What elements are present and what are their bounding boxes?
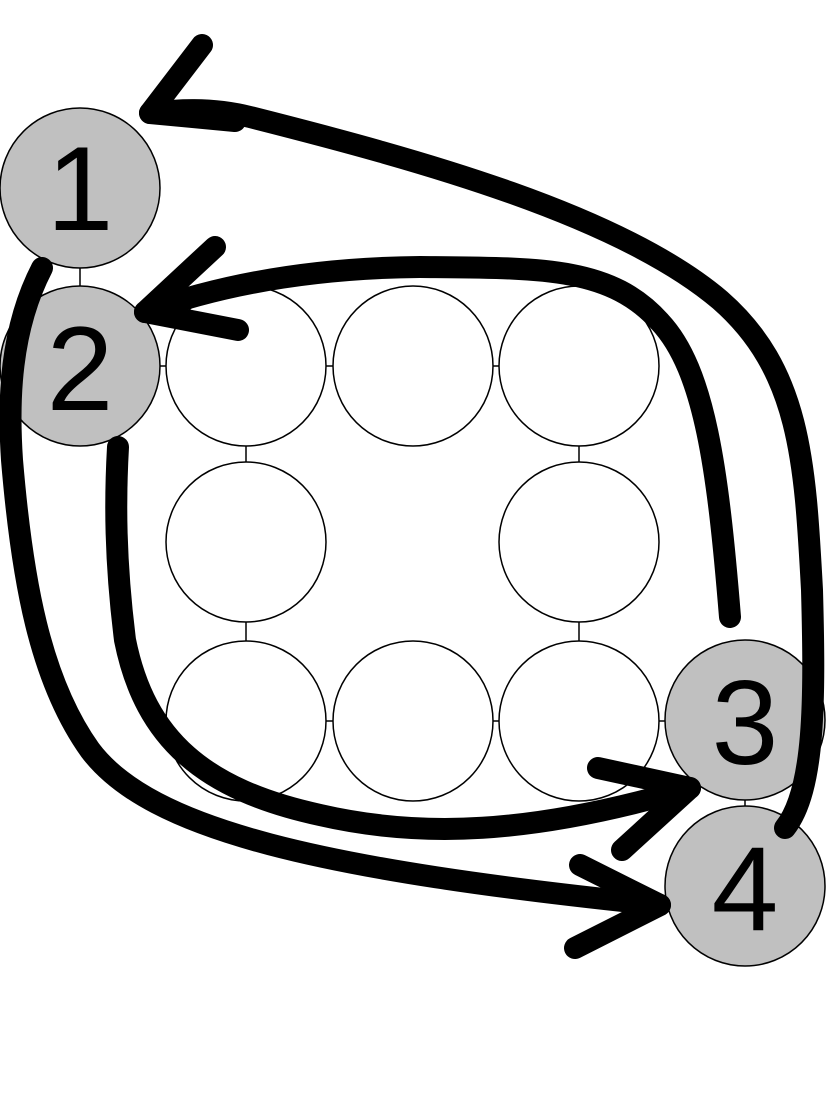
- plain-circles: [165, 285, 660, 802]
- arrow-2-to-3-head: [587, 757, 701, 861]
- node-2: 2: [0, 285, 161, 447]
- node-4-label: 4: [712, 822, 779, 956]
- arrow-1-to-4: [0, 257, 671, 959]
- node-4-circle: [664, 805, 826, 967]
- circle-bottom-left: [165, 640, 327, 802]
- arrow-3-to-2-head: [134, 236, 249, 341]
- grid-connectors: [79, 268, 746, 806]
- node-1-label: 1: [47, 122, 114, 256]
- arrows: [0, 34, 825, 959]
- node-1: 1: [0, 107, 161, 269]
- node-3-circle: [664, 639, 826, 801]
- arrow-1-to-4-shaft: [0, 257, 671, 916]
- circle-bottom-middle: [332, 640, 494, 802]
- node-4: 4: [664, 805, 826, 967]
- circle-bottom-right: [498, 640, 660, 802]
- node-1-circle: [0, 107, 161, 269]
- circle-middle-left: [165, 461, 327, 623]
- arrow-4-to-1: [139, 34, 825, 839]
- arrow-2-to-3: [105, 436, 701, 861]
- arrow-4-to-1-head: [139, 34, 246, 132]
- arrow-3-to-2: [134, 236, 741, 628]
- node-2-circle: [0, 285, 161, 447]
- arrow-2-to-3-shaft: [105, 436, 701, 840]
- arrow-3-to-2-shaft: [134, 256, 741, 628]
- arrow-1-to-4-head: [564, 854, 671, 959]
- node-3-label: 3: [712, 656, 779, 790]
- arrow-4-to-1-shaft: [139, 99, 825, 839]
- circle-top-middle: [332, 285, 494, 447]
- node-3: 3: [664, 639, 826, 801]
- node-2-label: 2: [47, 302, 114, 436]
- circle-middle-right: [498, 461, 660, 623]
